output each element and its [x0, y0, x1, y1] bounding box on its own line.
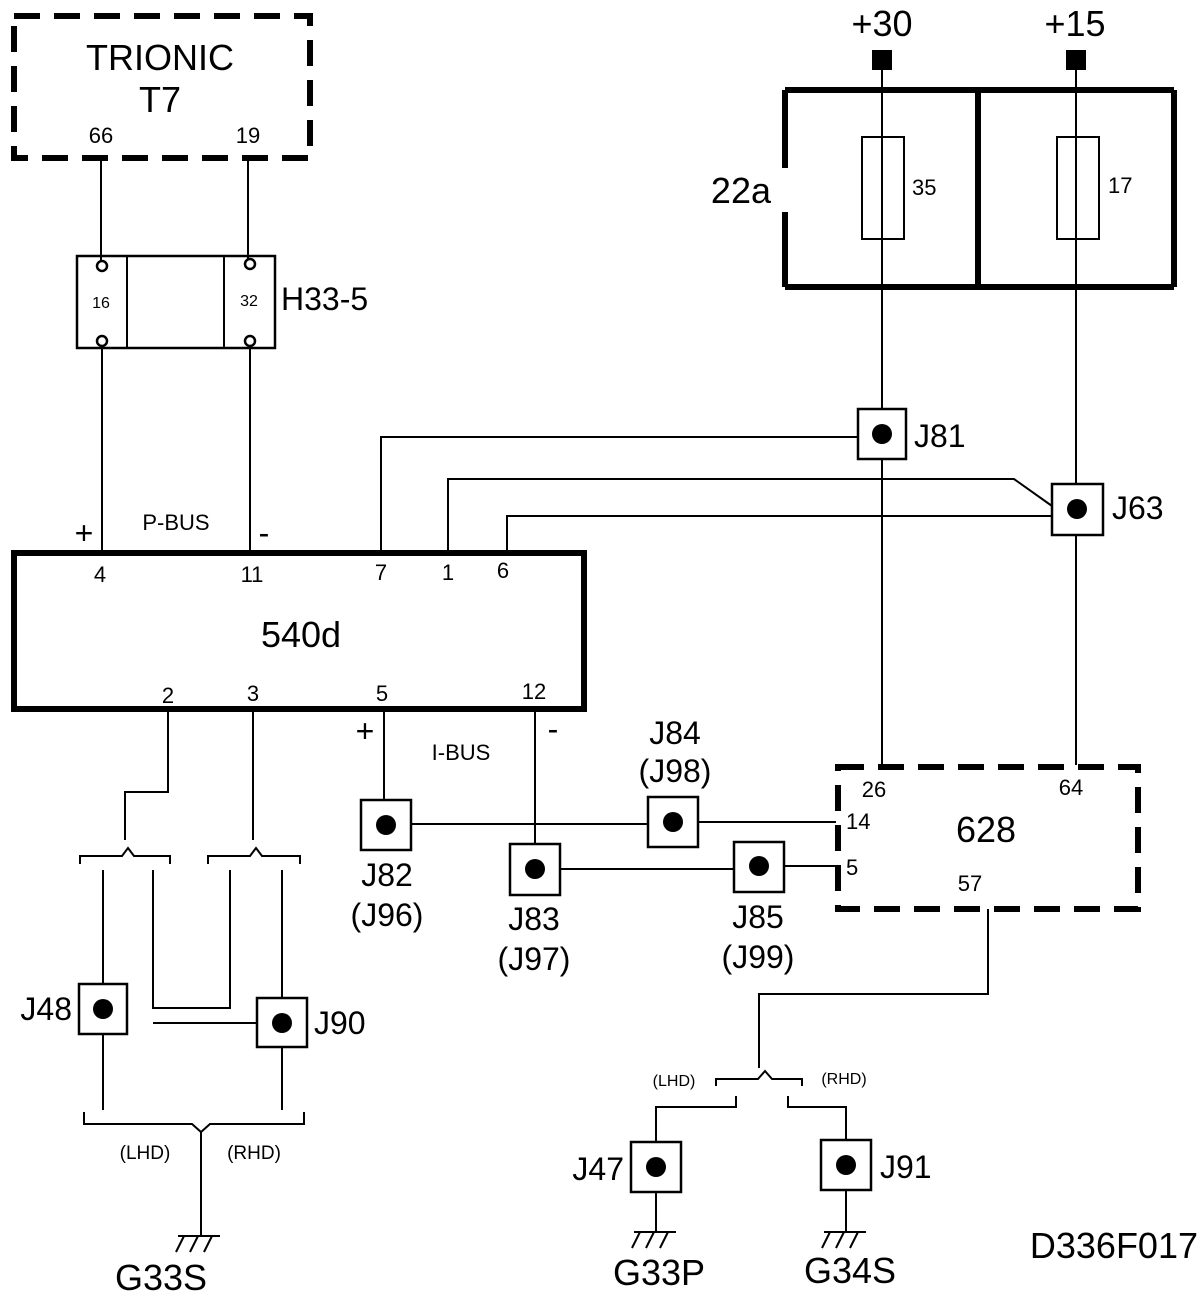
h33-pin-16: 16 [92, 295, 110, 312]
j84-alt-label: (J98) [639, 753, 712, 789]
terminal-plus30 [872, 50, 892, 70]
540d-pin-4: 4 [94, 562, 106, 587]
540d-pin-7: 7 [375, 560, 387, 585]
right-lhd-label: (LHD) [653, 1073, 696, 1090]
trionic-pin-66: 66 [89, 123, 113, 148]
trionic-t7-module: TRIONIC T7 66 19 [11, 13, 313, 161]
j82-alt-label: (J96) [351, 897, 424, 933]
left-lhd-label: (LHD) [120, 1143, 171, 1164]
j90-label: J90 [314, 1005, 366, 1041]
j84-label: J84 [649, 715, 701, 751]
wire-540d-pin7 [380, 436, 858, 550]
diagram-code: D336F017 [1030, 1225, 1198, 1266]
540d-pin-11: 11 [241, 562, 264, 587]
junction-j81: J81 [856, 407, 966, 461]
trionic-title: TRIONIC [86, 37, 234, 78]
module-628-label: 628 [956, 809, 1016, 850]
junction-j48: J48 [20, 982, 129, 1036]
ibus-label: I-BUS [432, 740, 491, 765]
628-pin-57: 57 [958, 871, 982, 896]
j91-label: J91 [880, 1149, 932, 1185]
ibus-minus: - [548, 711, 559, 747]
supply-plus30-label: +30 [851, 3, 912, 44]
junction-j90: J90 [255, 996, 366, 1049]
h33-pin-32: 32 [240, 293, 258, 310]
628-pin-14: 14 [846, 809, 870, 834]
628-pin-64: 64 [1059, 775, 1083, 800]
fuse-box-label: 22a [711, 170, 772, 211]
540d-pin-3: 3 [247, 681, 259, 706]
fuse-17 [1056, 136, 1100, 240]
j83-alt-label: (J97) [498, 941, 571, 977]
j48-label: J48 [20, 991, 72, 1027]
ibus-plus: + [356, 713, 375, 749]
ground-g34s: G34S [804, 1250, 896, 1291]
j47-label: J47 [572, 1151, 624, 1187]
628-pin-26: 26 [862, 777, 886, 802]
h33-5-connector: 16 32 H33-5 [75, 254, 368, 350]
j81-label: J81 [914, 418, 966, 454]
540d-pin-5: 5 [376, 681, 388, 706]
540d-pin-6: 6 [497, 558, 509, 583]
pbus-minus: - [259, 515, 270, 551]
junction-j83: J83 (J97) [498, 842, 571, 977]
h33-label: H33-5 [281, 281, 368, 317]
j85-label: J85 [732, 899, 784, 935]
junction-j84: J84 (J98) [639, 715, 712, 849]
junction-j82: J82 (J96) [351, 798, 424, 933]
540d-pin-12: 12 [522, 679, 546, 704]
trionic-subtitle: T7 [139, 79, 181, 120]
pbus-label: P-BUS [142, 510, 209, 535]
540d-pin-1: 1 [442, 560, 454, 585]
module-540d: 540d 4 11 7 1 6 2 3 5 12 [11, 550, 587, 712]
j82-label: J82 [361, 857, 413, 893]
supply-terminals: +30 +15 [851, 3, 1106, 70]
fuse-box-22a: 22a 35 17 [711, 87, 1177, 290]
j63-label: J63 [1112, 490, 1164, 526]
terminal-plus15 [1066, 50, 1086, 70]
wire-540d-pin6 [506, 515, 1052, 550]
left-rhd-label: (RHD) [227, 1143, 281, 1164]
right-rhd-label: (RHD) [821, 1071, 866, 1088]
junction-j47: J47 [572, 1140, 683, 1194]
pbus-plus: + [75, 515, 94, 551]
fuse-35-label: 35 [912, 175, 936, 200]
module-628: 628 26 64 14 5 57 [835, 764, 1141, 912]
540d-pin-2: 2 [162, 683, 174, 708]
trionic-pin-19: 19 [236, 123, 260, 148]
j83-label: J83 [508, 901, 560, 937]
ground-g33s: G33S [115, 1257, 207, 1298]
right-ground-branch: (LHD) (RHD) G33P G34S [613, 909, 989, 1293]
module-540d-label: 540d [261, 614, 341, 655]
supply-plus15-label: +15 [1044, 3, 1105, 44]
fuse-17-label: 17 [1108, 173, 1132, 198]
j85-alt-label: (J99) [722, 939, 795, 975]
junction-j91: J91 [819, 1138, 932, 1192]
ground-g33p: G33P [613, 1252, 705, 1293]
wire-540d-pin1 [447, 478, 1053, 550]
junction-j85: J85 (J99) [722, 840, 795, 975]
junction-j63: J63 [1050, 482, 1164, 537]
628-pin-5: 5 [846, 855, 858, 880]
